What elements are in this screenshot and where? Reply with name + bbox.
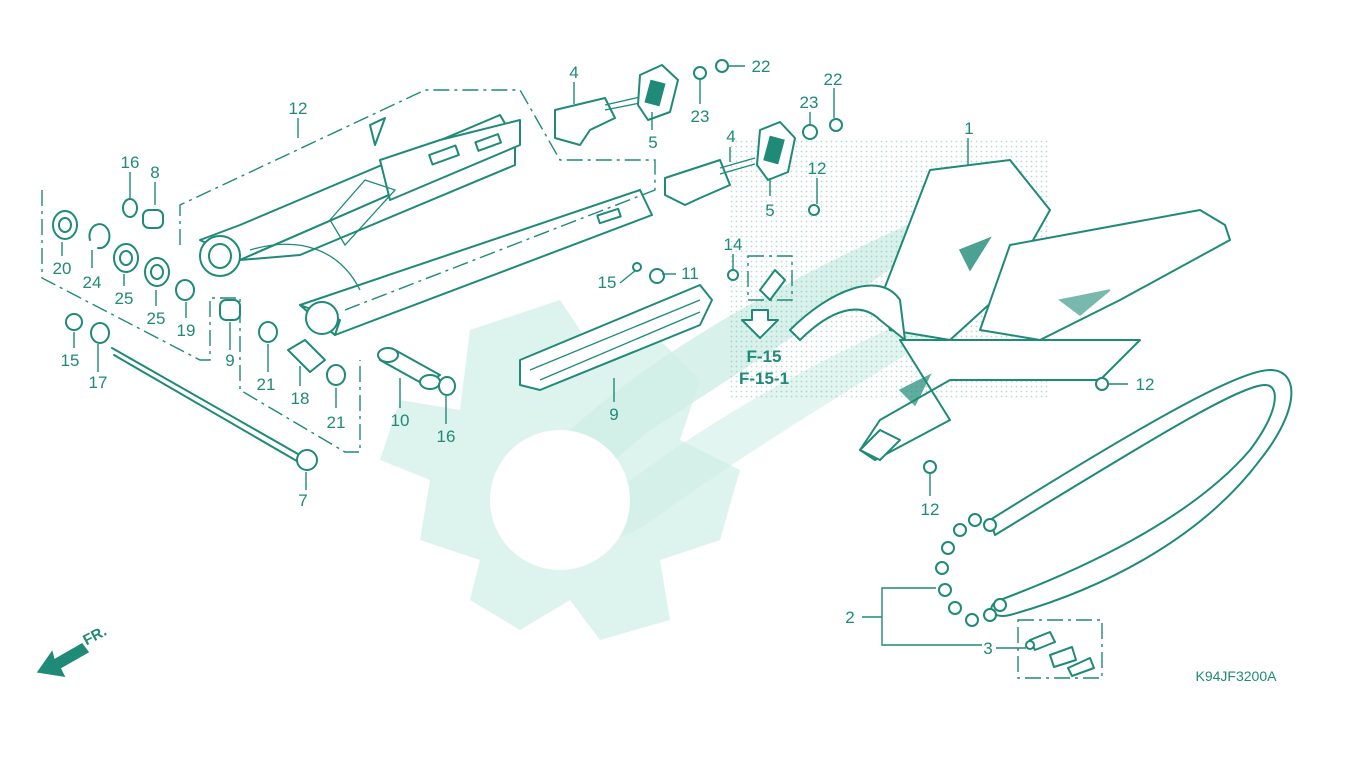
callout-14: 15 — [598, 273, 617, 292]
pivot-bolt — [65, 313, 318, 471]
callout-23: 23 — [691, 107, 710, 126]
collar-10 — [649, 268, 665, 284]
swingarm — [199, 114, 653, 336]
washer-16-lower — [438, 376, 456, 396]
see-ref-arrow — [741, 309, 779, 339]
callout-21: 21 — [257, 375, 276, 394]
callout-6: 7 — [298, 491, 307, 510]
nut-washer-set — [693, 59, 843, 140]
bracket-13 — [747, 255, 793, 301]
callout-5: 5 — [648, 133, 657, 152]
drive-chain — [935, 369, 1293, 627]
callout-16: 16 — [437, 427, 456, 446]
callout-8: 10 — [391, 411, 410, 430]
callout-21: 21 — [327, 413, 346, 432]
callout-2: 2 — [845, 608, 854, 627]
swingarm-assembly-outline — [179, 89, 656, 311]
callout-4: 4 — [569, 63, 578, 82]
callout-25: 25 — [147, 309, 166, 328]
chain-adjuster-right — [664, 121, 796, 206]
drawing-code: K94JF3200A — [1196, 668, 1278, 684]
callout-1: 1 — [964, 119, 973, 138]
callout-7: 9 — [225, 351, 234, 370]
callout-24: 24 — [83, 273, 102, 292]
ref-f-15-1: F-15-1 — [739, 369, 789, 388]
callout-4: 4 — [726, 127, 735, 146]
collar-8 — [377, 347, 441, 390]
callout-25: 25 — [115, 289, 134, 308]
callout-18: 18 — [291, 389, 310, 408]
rear-fender — [789, 159, 1231, 461]
callout-17: 17 — [89, 373, 108, 392]
callouts: 12 16 8 20 24 25 25 19 15 17 9 21 18 21 … — [53, 57, 1155, 658]
ref-f-15: F-15 — [747, 347, 782, 366]
chain-joint-kit — [1017, 619, 1103, 679]
bearing-group-outline — [41, 190, 361, 453]
chain-adjuster-left — [554, 64, 679, 146]
chain-slider — [519, 284, 713, 391]
callout-5: 5 — [765, 201, 774, 220]
callout-22: 22 — [752, 57, 771, 76]
chain-links — [935, 513, 1007, 627]
leader-lines — [61, 65, 1128, 649]
callout-22: 22 — [824, 70, 843, 89]
callout-20: 20 — [53, 259, 72, 278]
callout-23: 23 — [800, 93, 819, 112]
callout-10: 11 — [681, 264, 699, 283]
callout-12: 12 — [1136, 375, 1155, 394]
callout-9: 9 — [609, 405, 618, 424]
callout-7: 8 — [150, 163, 159, 182]
front-label: FR. — [80, 623, 109, 649]
front-direction-indicator: FR. — [36, 623, 110, 677]
callout-3: 3 — [983, 639, 992, 658]
bolt-14 — [632, 262, 642, 272]
callout-11: 12 — [289, 99, 308, 118]
callout-16: 16 — [121, 153, 140, 172]
callout-15: 15 — [61, 351, 80, 370]
callout-12: 12 — [808, 159, 827, 178]
callout-19: 19 — [177, 321, 196, 340]
pivot-bearing-set — [52, 198, 346, 386]
callout-13: 14 — [724, 235, 743, 254]
callout-12: 12 — [921, 500, 940, 519]
